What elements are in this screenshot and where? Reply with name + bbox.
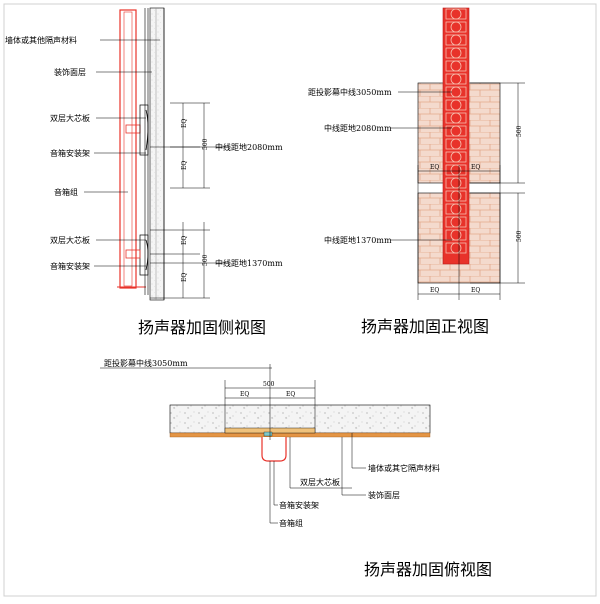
side-dim-eq-1: EQ [181,119,188,128]
front-view-title: 扬声器加固正视图 [361,317,489,336]
side-label-finish-layer: 装饰面层 [54,67,86,77]
front-dim-eq-1: EQ [430,164,439,171]
speaker-cell-frame [445,151,467,163]
front-label-center-1370: 中线距地1370mm [324,235,392,245]
top-label-double-board: 双层大芯板 [300,477,340,487]
side-dim-500-1: 500 [202,138,209,150]
speaker-cell-frame [445,203,467,215]
front-label-center-2080: 中线距地2080mm [324,123,392,133]
top-dim-500: 500 [263,381,275,388]
front-speaker-cells [445,8,467,254]
speaker-cell-frame [445,60,467,72]
speaker-cell-frame [445,229,467,241]
front-dim-500-upper: 500 [516,125,523,137]
top-finish-layer [169,432,431,438]
speaker-cell-frame [445,190,467,202]
speaker-cell-frame [445,216,467,228]
speaker-cell-frame [445,8,467,20]
top-label-finish-layer: 装饰面层 [368,490,400,500]
side-label-bracket-top: 音箱安装架 [50,148,90,158]
side-label-double-board-bottom: 双层大芯板 [50,235,90,245]
speaker-cell-frame [445,164,467,176]
speaker-cell-frame [445,47,467,59]
front-dim-eq-4: EQ [471,287,480,294]
speaker-cell-frame [445,242,467,254]
side-dim-eq-4: EQ [181,273,188,282]
top-dim-eq-2: EQ [286,391,295,398]
speaker-cell-frame [445,99,467,111]
page-border [3,3,597,597]
side-label-center-1370: 中线距地1370mm [215,258,283,268]
speaker-cell-frame [445,138,467,150]
top-label-dist-screen: 距投影幕中线3050mm [104,358,188,368]
top-speaker-outline [261,437,287,462]
top-label-wall-material: 墙体或其它隔声材料 [368,463,440,473]
front-dim-500-lower: 500 [516,230,523,242]
front-label-dist-screen: 距投影幕中线3050mm [308,87,392,97]
side-label-double-board-top: 双层大芯板 [50,113,90,123]
side-view-title: 扬声器加固侧视图 [138,318,266,337]
front-dim-eq-3: EQ [430,287,439,294]
side-label-wall-material: 墙体或其他隔声材料 [5,35,77,45]
top-label-speaker-group: 音箱组 [279,518,303,528]
side-view: EQ EQ 500 EQ EQ 500 墙体或其他隔声材料 装饰面层 双层大芯板… [5,7,283,337]
side-dim-eq-2: EQ [181,161,188,170]
top-view: 500 EQ EQ 距投影幕中线3050mm 墙体或其它隔声材料 双层大芯板 装… [100,358,492,579]
speaker-cell-frame [445,112,467,124]
side-dim-500-2: 500 [202,254,209,266]
side-dim-eq-3: EQ [181,236,188,245]
bracket-top-detail [125,124,141,134]
speaker-cell-frame [445,73,467,85]
speaker-cell-frame [445,125,467,137]
side-label-speaker-group: 音箱组 [54,187,78,197]
speaker-cell-frame [445,34,467,46]
top-label-bracket: 音箱安装架 [279,500,319,510]
speaker-cell-frame [445,21,467,33]
top-view-title: 扬声器加固俯视图 [364,560,492,579]
side-label-bracket-bottom: 音箱安装架 [50,261,90,271]
speaker-cell-frame [445,177,467,189]
side-label-center-2080: 中线距地2080mm [215,142,283,152]
front-dim-eq-2: EQ [471,164,480,171]
top-dim-eq-1: EQ [240,391,249,398]
side-wall [149,7,165,301]
front-view: 500 500 EQ EQ EQ EQ 距投影幕中线3050mm 中线距地208… [308,7,525,336]
speaker-side-outline [119,9,137,289]
